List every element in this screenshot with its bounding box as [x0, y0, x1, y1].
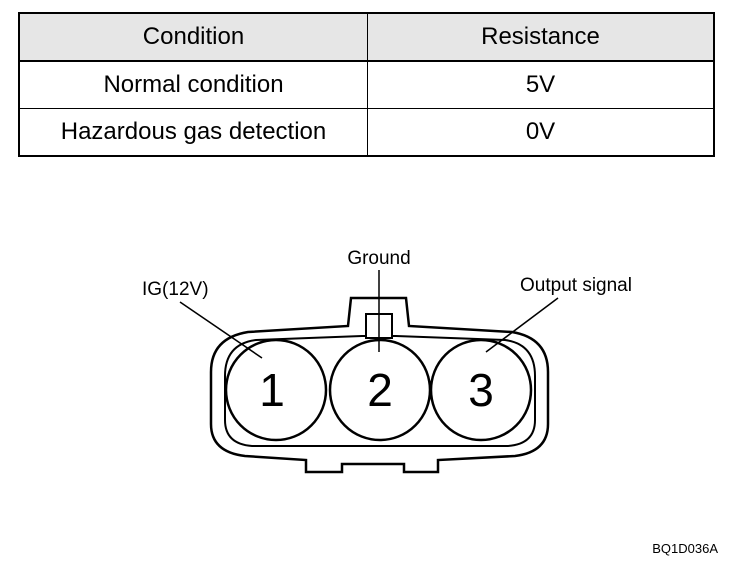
- header-resistance: Resistance: [367, 12, 715, 62]
- pin-3-number: 3: [468, 364, 494, 416]
- table-header-row: Condition Resistance: [18, 12, 715, 62]
- row-hazardous-condition: Hazardous gas detection: [18, 108, 368, 157]
- table-row: Hazardous gas detection 0V: [18, 108, 715, 157]
- pin-1-leader-line: [179, 301, 263, 359]
- pin-1-label: IG(12V): [142, 279, 209, 300]
- connector-housing: [209, 296, 550, 474]
- connector-inner-outline: [224, 335, 536, 447]
- row-normal-condition: Normal condition: [18, 60, 368, 109]
- pin-1-circle: [224, 338, 328, 442]
- pin-3-circle: [429, 338, 533, 442]
- pin-2-number: 2: [367, 364, 393, 416]
- pin-3-label: Output signal: [520, 275, 632, 296]
- pin-2-label: Ground: [347, 248, 410, 269]
- row-hazardous-value: 0V: [367, 108, 715, 157]
- pin-1-number: 1: [259, 364, 285, 416]
- header-condition: Condition: [18, 12, 368, 62]
- condition-voltage-table: Condition Resistance Normal condition 5V…: [18, 12, 715, 157]
- figure-code: BQ1D036A: [652, 541, 718, 556]
- pin-3-leader-line: [485, 297, 559, 353]
